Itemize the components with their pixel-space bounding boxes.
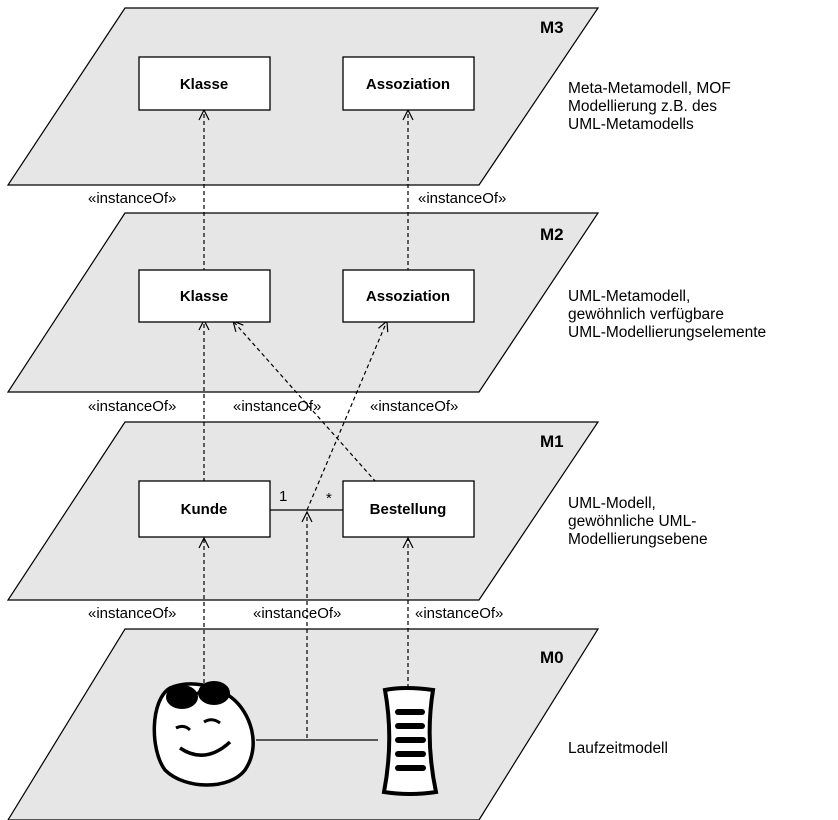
m2-description-line-3: UML-Modellierungselemente [568, 324, 766, 341]
layer-m2-plane [6, 212, 600, 393]
m1-description-line-1: UML-Modell, [568, 495, 656, 512]
m0-description: Laufzeitmodell [568, 740, 668, 757]
layer-m3-label: M3 [540, 18, 564, 37]
smiling-face-sunglasses-icon [152, 681, 255, 787]
multiplicity-many: * [326, 490, 332, 507]
m2-description-line-1: UML-Metamodell, [568, 288, 690, 305]
m3-assoziation-label: Assoziation [366, 76, 450, 93]
m1-kunde-label: Kunde [181, 501, 228, 518]
layer-m0-label: M0 [540, 648, 564, 667]
instanceof-arrow-association-assoziation [306, 321, 387, 511]
instanceof-label-m0m1-middle: «instanceOf» [253, 605, 341, 622]
instanceof-arrow-bestellung-klasse [233, 321, 377, 483]
instanceof-label-m1m2-right: «instanceOf» [370, 398, 458, 415]
layer-m1-label: M1 [540, 432, 564, 451]
instanceof-label-m1m2-middle: «instanceOf» [233, 398, 321, 415]
layer-m2-label: M2 [540, 225, 564, 244]
document-icon [381, 686, 439, 796]
m1-bestellung-box [342, 480, 475, 538]
m3-description-line-1: Meta-Metamodell, MOF [568, 80, 731, 97]
m2-klasse-label: Klasse [180, 288, 228, 305]
m1-description-line-3: Modellierungsebene [568, 531, 708, 548]
layer-m3-plane [6, 7, 600, 186]
instanceof-label-m1m2-left: «instanceOf» [88, 398, 176, 415]
multiplicity-one: 1 [279, 488, 287, 505]
m3-klasse-label: Klasse [180, 76, 228, 93]
m3-description-line-3: UML-Metamodells [568, 116, 694, 133]
layer-m0-plane [7, 628, 600, 820]
m1-description: UML-Modell, gewöhnliche UML- Modellierun… [568, 495, 708, 548]
m3-assoziation-box [342, 56, 475, 111]
m0-description-line-1: Laufzeitmodell [568, 740, 668, 757]
m1-kunde-box [138, 480, 271, 538]
m2-description-line-2: gewöhnlich verfügbare [568, 306, 724, 323]
m2-assoziation-box [342, 269, 475, 323]
m2-description: UML-Metamodell, gewöhnlich verfügbare UM… [568, 288, 766, 341]
instanceof-label-m0m1-left: «instanceOf» [88, 605, 176, 622]
m3-description: Meta-Metamodell, MOF Modellierung z.B. d… [568, 80, 731, 133]
m3-klasse-box [138, 56, 271, 111]
m1-bestellung-label: Bestellung [370, 501, 447, 518]
layer-m1-plane [6, 421, 600, 601]
instanceof-label-m0m1-right: «instanceOf» [415, 605, 503, 622]
m2-klasse-box [138, 269, 271, 323]
m1-description-line-2: gewöhnliche UML- [568, 513, 696, 530]
instanceof-label-m2m3-left: «instanceOf» [88, 190, 176, 207]
m2-assoziation-label: Assoziation [366, 288, 450, 305]
instanceof-label-m2m3-right: «instanceOf» [418, 190, 506, 207]
m3-description-line-2: Modellierung z.B. des [568, 98, 717, 115]
